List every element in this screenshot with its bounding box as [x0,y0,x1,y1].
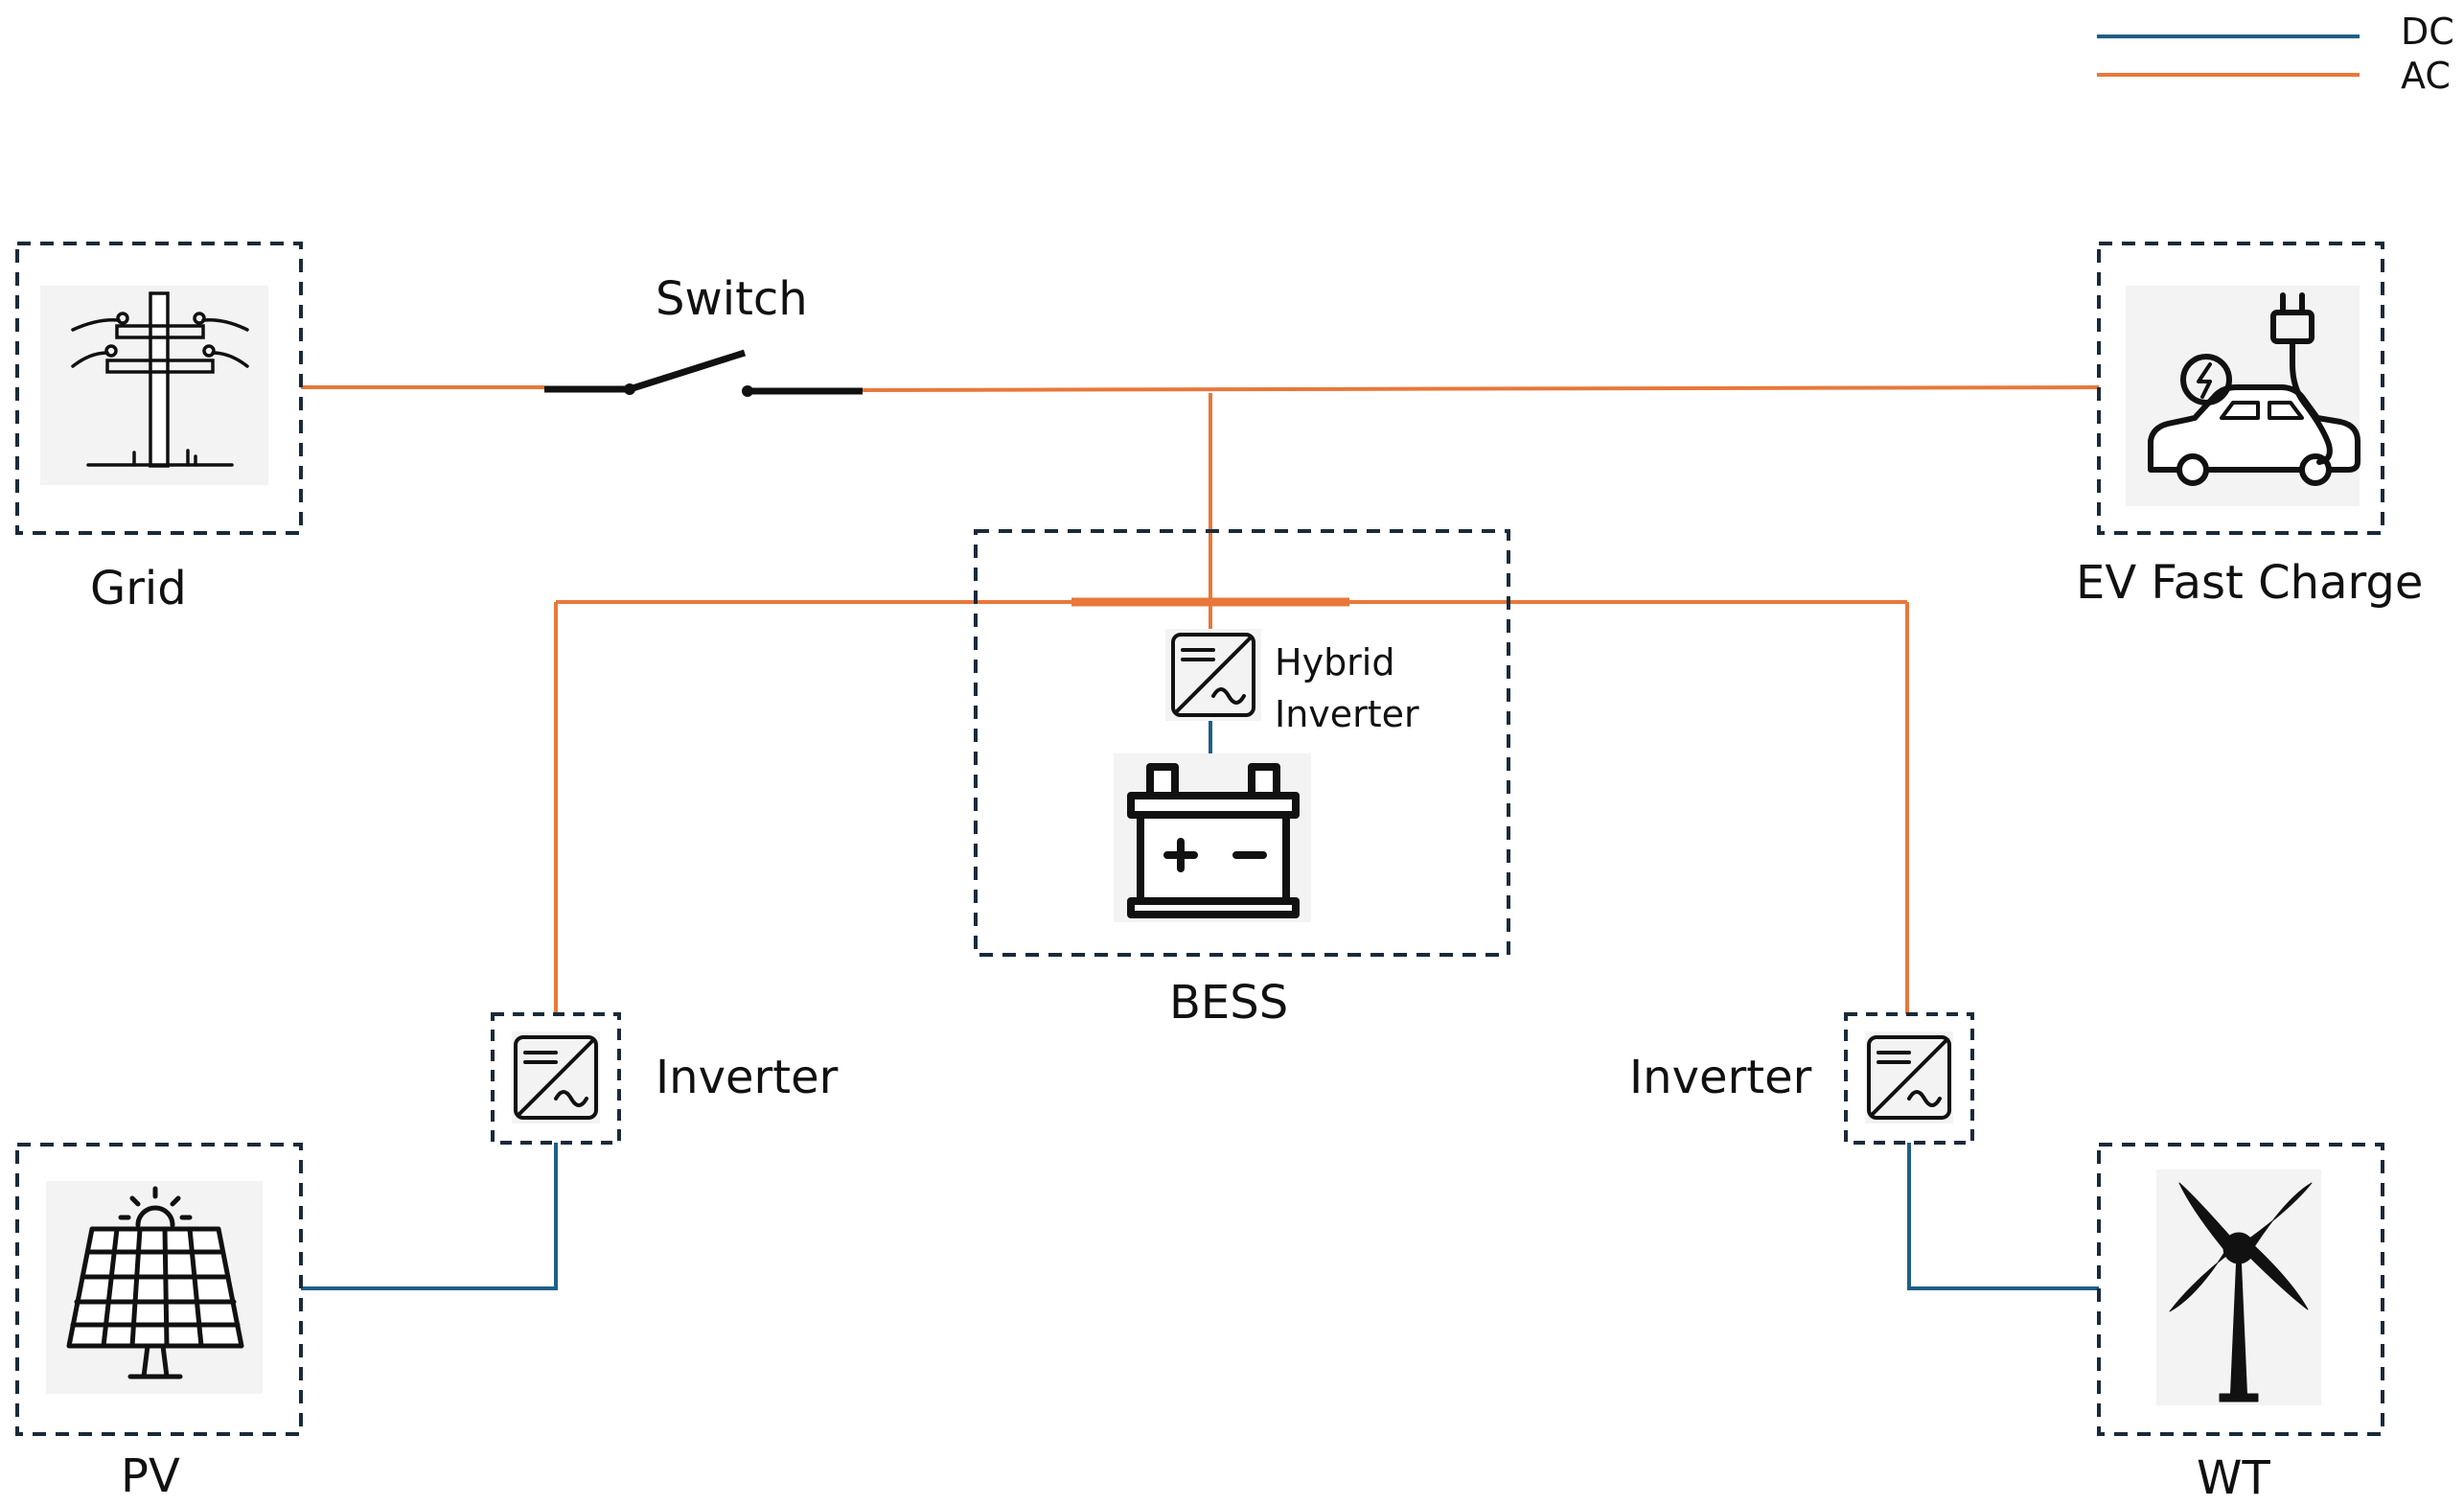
wt-label: WT [2197,1451,2270,1505]
electric-car-charging-icon [2148,292,2360,486]
utility-pole-icon [71,291,249,468]
hybrid-inverter[interactable]: Hybrid Inverter [1165,629,1419,735]
battery-icon [1127,763,1300,918]
left-inverter-box [491,1012,621,1145]
legend: DC AC [2097,11,2454,97]
dc-line-left-inverter-to-pv [301,1143,558,1290]
bess-label: BESS [1169,976,1288,1030]
inverter-icon [514,1035,598,1120]
bess-box [974,529,1510,957]
switch[interactable] [544,349,863,397]
right-inverter-label: Inverter [1629,1051,1812,1104]
pv-label: PV [121,1449,180,1503]
hybrid-inverter-label-line1: Hybrid [1275,641,1395,683]
switch-blade [628,349,747,393]
wt-node[interactable]: WT [2097,1143,2384,1505]
bess-node[interactable]: Hybrid Inverter BESS [974,529,1510,1030]
solar-panel-icon [66,1186,244,1379]
grid-label: Grid [90,562,187,615]
left-inverter-node[interactable]: Inverter [491,1012,839,1145]
right-inverter-node[interactable]: Inverter [1629,1012,1974,1145]
inverter-icon [1867,1035,1951,1120]
ev-node[interactable]: EV Fast Charge [2076,242,2423,610]
pv-box [15,1143,303,1436]
left-inverter-label: Inverter [656,1051,839,1104]
wind-turbine-icon [2169,1182,2313,1402]
inverter-icon [1171,633,1255,717]
dc-line-right-inverter-to-wt [1907,1143,2099,1290]
pv-node[interactable]: PV [15,1143,303,1503]
legend-ac-label: AC [2401,55,2451,97]
switch-label: Switch [656,272,808,326]
legend-dc-label: DC [2401,11,2454,53]
right-inverter-box [1844,1012,1974,1145]
ev-label: EV Fast Charge [2076,556,2423,610]
wt-box [2097,1143,2384,1436]
grid-node[interactable]: Grid [15,242,303,615]
grid-box [15,242,303,535]
ac-wiring [301,385,2100,1014]
ev-box [2097,242,2384,535]
ac-line-switch-to-ev [862,385,2100,392]
hybrid-inverter-label-line2: Inverter [1275,693,1419,735]
